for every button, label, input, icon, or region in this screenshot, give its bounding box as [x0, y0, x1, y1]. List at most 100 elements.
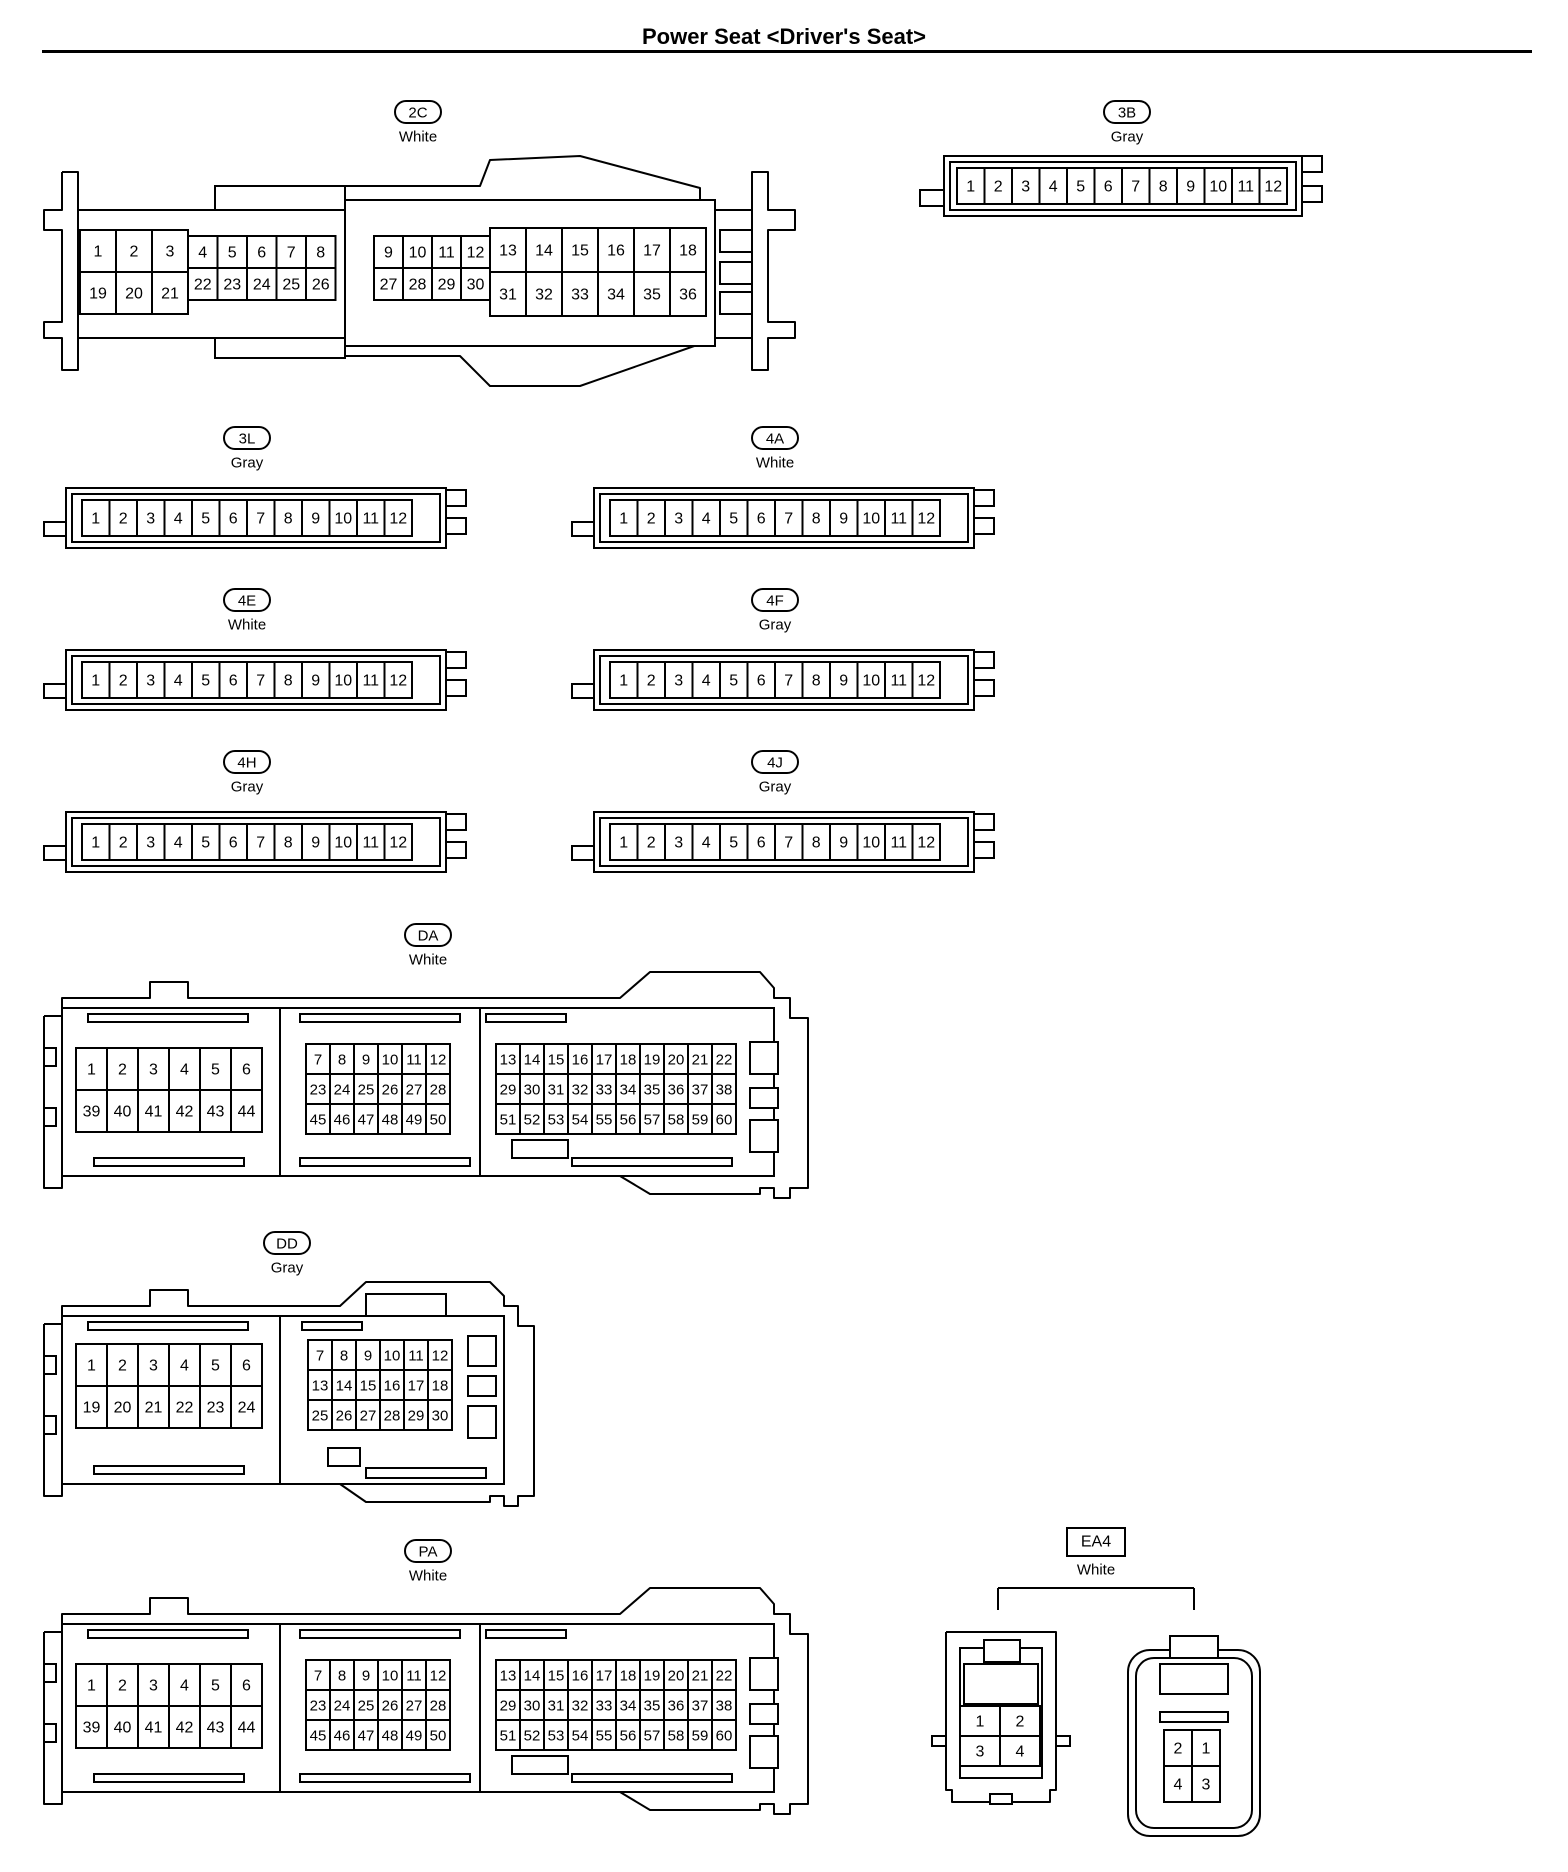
- pin-number: 2: [118, 1678, 127, 1695]
- pin-number: 54: [572, 1728, 589, 1745]
- pin-number: 8: [284, 511, 293, 528]
- connector-code-badge: [394, 100, 442, 124]
- pin-number: 45: [310, 1112, 327, 1129]
- pin-number: 10: [382, 1052, 399, 1069]
- pin-number: 26: [312, 277, 330, 294]
- rib: [87, 1013, 249, 1023]
- pin-number: 5: [228, 245, 237, 262]
- pin-cell: [639, 1719, 665, 1751]
- latch-slot: [749, 1657, 779, 1691]
- latch-slot: [749, 1041, 779, 1075]
- pin-number: 11: [890, 835, 907, 852]
- pin-number: 30: [524, 1698, 541, 1715]
- pin-number: 10: [862, 511, 880, 528]
- side-tab: [931, 1735, 947, 1747]
- rib: [87, 1321, 249, 1331]
- pin-number: 21: [145, 1400, 163, 1417]
- pin-number: 8: [812, 511, 821, 528]
- side-tab: [445, 489, 467, 507]
- connector-code-badge: [223, 750, 271, 774]
- pin-cell: [687, 1719, 713, 1751]
- connector-code-badge: [404, 1539, 452, 1563]
- pin-number: 1: [91, 511, 100, 528]
- pin-cell: [431, 267, 462, 301]
- pin-cell: [691, 823, 721, 861]
- pin-number: 30: [432, 1408, 449, 1425]
- pin-number: 10: [862, 835, 880, 852]
- pin-number: 39: [83, 1104, 101, 1121]
- side-tab: [445, 517, 467, 535]
- pin-number: 8: [316, 245, 325, 262]
- pin-cell: [353, 1719, 379, 1751]
- pin-number: 31: [548, 1698, 565, 1715]
- pin-number: 7: [256, 511, 265, 528]
- pin-number: 16: [572, 1668, 589, 1685]
- pin-cell: [711, 1103, 737, 1135]
- pin-number: 27: [406, 1698, 423, 1715]
- pin-number: 12: [917, 673, 935, 690]
- rib: [301, 1321, 363, 1331]
- pin-number: 46: [334, 1728, 351, 1745]
- pin-number: 9: [839, 511, 848, 528]
- pin-cell: [199, 1705, 232, 1749]
- pin-cell: [377, 1719, 403, 1751]
- pin-number: 41: [145, 1104, 163, 1121]
- pin-number: 3: [674, 511, 683, 528]
- pin-cell: [519, 1103, 545, 1135]
- pin-cell: [168, 1047, 201, 1091]
- pin-number: 1: [87, 1062, 96, 1079]
- pin-number: 48: [382, 1112, 399, 1129]
- pin-cell: [636, 499, 666, 537]
- side-tab: [445, 679, 467, 697]
- pin-number: 17: [596, 1052, 613, 1069]
- pin-cell: [829, 499, 859, 537]
- pin-cell: [615, 1073, 641, 1105]
- pin-cell: [636, 661, 666, 699]
- pin-cell: [489, 271, 527, 317]
- pin-number: 30: [467, 277, 485, 294]
- pin-number: 23: [310, 1082, 327, 1099]
- pin-cell: [911, 499, 941, 537]
- pin-number: 7: [314, 1668, 322, 1685]
- pin-number: 58: [668, 1112, 685, 1129]
- rib: [571, 1157, 733, 1167]
- connector-code-badge: [404, 923, 452, 947]
- pin-cell: [711, 1719, 737, 1751]
- pin-cell: [801, 661, 831, 699]
- side-tab: [973, 679, 995, 697]
- pin-number: 3: [1202, 1777, 1211, 1794]
- pin-cell: [543, 1719, 569, 1751]
- side-tab: [973, 651, 995, 669]
- connector-code: PA: [419, 1544, 438, 1561]
- pin-number: 2: [119, 511, 128, 528]
- pin-number: 48: [382, 1728, 399, 1745]
- pin-number: 18: [432, 1378, 449, 1395]
- pin-number: 2: [647, 835, 656, 852]
- rib: [299, 1629, 461, 1639]
- key: [989, 1793, 1013, 1805]
- pin-cell: [218, 499, 248, 537]
- side-notch: [43, 1107, 57, 1127]
- side-tab: [973, 813, 995, 831]
- side-tab: [973, 489, 995, 507]
- pin-number: 4: [174, 835, 183, 852]
- connector-color: White: [228, 617, 266, 634]
- pin-number: 50: [430, 1112, 447, 1129]
- side-tab: [445, 651, 467, 669]
- pin-number: 41: [145, 1720, 163, 1737]
- connector-code-box: [1066, 1527, 1126, 1557]
- connector-code-badge: [223, 426, 271, 450]
- rib: [299, 1773, 471, 1783]
- pin-number: 26: [382, 1698, 399, 1715]
- pin-cell: [615, 1043, 641, 1075]
- pin-number: 13: [312, 1378, 329, 1395]
- top-hood: [344, 155, 701, 210]
- pin-cell: [543, 1103, 569, 1135]
- pin-number: 1: [87, 1678, 96, 1695]
- pin-cell: [79, 229, 117, 273]
- pin-cell: [329, 1073, 355, 1105]
- pin-number: 12: [1264, 179, 1282, 196]
- connector-code-badge: [223, 588, 271, 612]
